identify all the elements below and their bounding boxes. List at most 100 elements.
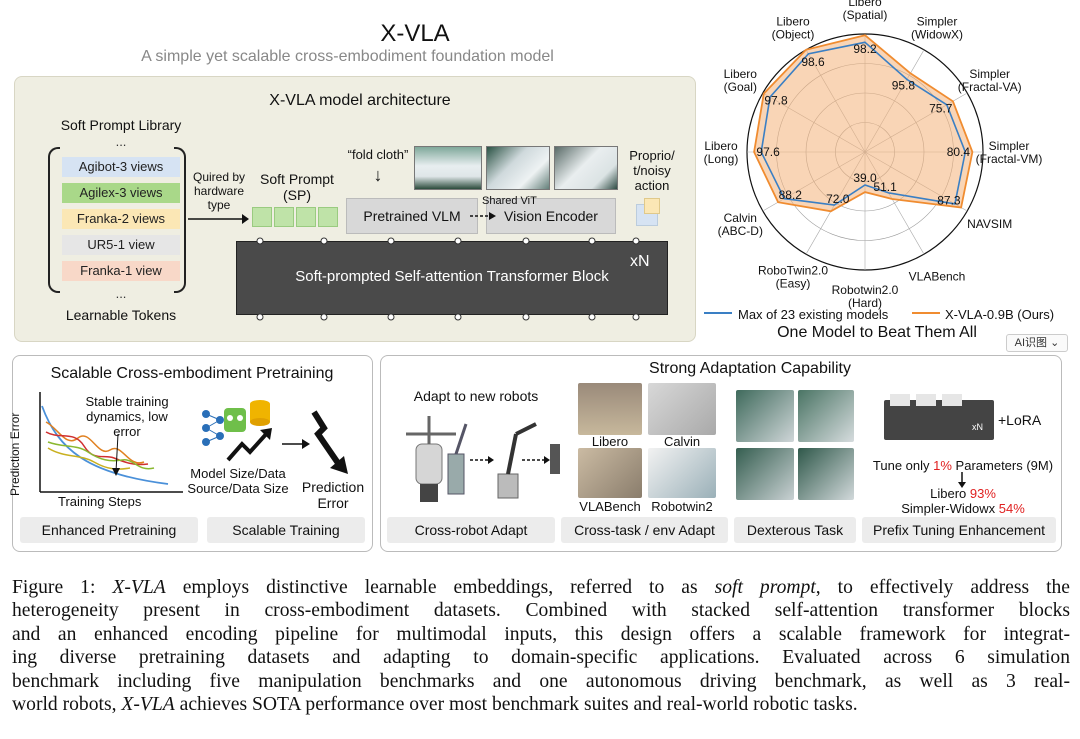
radar-axis-label: Libero [704,139,738,153]
radar-axis-label: NAVSIM [967,217,1012,231]
radar-axis-label: (Fractal-VA) [958,80,1022,94]
radar-axis-label: VLABench [909,270,966,284]
pretraining-title: Scalable Cross-embodiment Pretraining [50,365,334,382]
radar-value-label: 87.3 [937,194,961,208]
calvin-image [648,383,716,435]
adaptation-title: Strong Adaptation Capability [649,360,851,377]
action-token [644,198,660,214]
dexterous-image [798,390,854,442]
figure-subtitle: A simple yet scalable cross-embodiment f… [141,48,554,65]
radar-axis-label: (Goal) [724,80,757,94]
figure-caption: Figure 1: X-VLA employs distinctive lear… [12,576,1070,716]
soft-prompt-token [252,207,272,227]
radar-axis-label: Simpler [917,14,958,28]
radar-value-label: 39.0 [853,171,877,185]
instruction-label: “fold cloth” [347,147,409,162]
lora-repeat-label: xN [972,422,983,432]
radar-axis-label: Simpler [989,139,1030,153]
error-down-arrow [282,410,348,474]
camera-image [486,146,550,190]
caption-line: benchmark including five manipulation be… [12,670,1070,692]
caption-prefix-tuning: Prefix Tuning Enhancement [862,517,1056,543]
lora-token [916,394,936,406]
robotwin2-image [648,448,716,498]
adapt-robots-label: Adapt to new robots [413,388,539,404]
libero-image [578,383,642,435]
learnable-tokens-label: Learnable Tokens [65,307,177,323]
radar-title: One Model to Beat Them All [777,324,977,341]
robots-illustration [406,416,560,502]
caption-scalable-training: Scalable Training [207,517,365,543]
transformer-block-label: Soft-prompted Self-attention Transformer… [295,268,609,285]
radar-value-label: 88.2 [779,188,803,202]
benchmark-label: Calvin [663,434,701,449]
simpler-score: Simpler-Widowx 54% [901,501,1025,516]
dexterous-image [736,448,794,500]
caption-enhanced-pretraining: Enhanced Pretraining [20,517,198,543]
caption-line: ing diverse pretraining datasets and ada… [12,647,1070,669]
figure-title: X-VLA [380,20,450,47]
legend-line-orange [912,312,940,314]
radar-value-label: 97.8 [764,94,788,108]
dashed-arrow [470,212,496,220]
down-arrow-icon [958,472,966,488]
library-item: Franka-1 view [62,261,180,281]
left-bracket [48,147,60,293]
radar-value-label: 98.6 [801,55,825,69]
ellipsis-top: ... [115,134,127,149]
camera-image [414,146,482,190]
camera-image [554,146,618,190]
legend-existing-models: Max of 23 existing models [738,307,889,322]
soft-prompt-label: Soft Prompt (SP) [260,171,334,203]
vision-encoder-box: Vision Encoder [486,198,616,234]
caption-line: heterogeneity present in cross-embodimen… [12,600,1070,622]
ellipsis-bottom: ... [115,286,127,301]
soft-prompt-token [296,207,316,227]
model-size-label: Model Size/Data Source/Data Size [187,466,289,496]
ai-recognize-button[interactable]: AI识图 ⌄ [1006,334,1068,352]
library-item: Agilex-3 views [62,183,180,203]
radar-axis-label: (Easy) [776,277,811,291]
caption-dexterous: Dexterous Task [734,517,856,543]
radar-value-label: 72.0 [826,192,850,206]
radar-axis-label: (Hard) [848,296,882,310]
soft-prompt-token [318,207,338,227]
proprio-label: Proprio/ t/noisy action [629,148,675,193]
tune-params-label: Tune only 1% Parameters (9M) [872,458,1054,473]
radar-axis-label: Libero [848,0,882,9]
scaling-icon [202,400,272,462]
transformer-block [236,241,668,315]
soft-prompt-library-title: Soft Prompt Library [60,117,182,133]
benchmark-label: VLABench [579,499,641,514]
radar-axis-label: (Object) [772,27,815,41]
library-item: Agibot-3 views [62,157,180,177]
caption-cross-task: Cross-task / env Adapt [561,517,728,543]
radar-existing-line [760,41,967,206]
transformer-ports [256,237,640,321]
loss-curve-chart [39,392,183,493]
caption-line: and an enhanced encoding pipeline for mu… [12,623,1070,645]
legend-line-blue [704,312,732,314]
radar-axis-label: Simpler [969,67,1010,81]
dexterous-image [736,390,794,442]
radar-axis-label: Libero [724,67,758,81]
benchmark-label: Libero [591,434,629,449]
query-arrow [188,214,249,224]
vlabench-image [578,448,642,498]
radar-axis-label: Calvin [724,211,757,225]
x-axis-label: Training Steps [58,494,142,509]
down-arrow-icon: ↓ [373,165,383,185]
architecture-title: X-VLA model architecture [269,92,451,109]
radar-value-label: 80.4 [947,145,971,159]
legend-ours: X-VLA-0.9B (Ours) [945,307,1055,322]
radar-axis-label: (Fractal-VM) [976,152,1043,166]
caption-cross-robot: Cross-robot Adapt [387,517,555,543]
dexterous-image [798,448,854,500]
caption-line: world robots, X-VLA achieves SOTA perfor… [12,694,858,716]
shared-vit-label: Shared ViT [482,195,537,207]
benchmark-label: Robotwin2 [651,499,713,514]
pretrained-vlm-box: Pretrained VLM [346,198,478,234]
radar-axis-label: Robotwin2.0 [832,283,899,297]
radar-axis-label: (Spatial) [843,8,888,22]
prediction-error-label: Prediction Error [301,479,365,511]
